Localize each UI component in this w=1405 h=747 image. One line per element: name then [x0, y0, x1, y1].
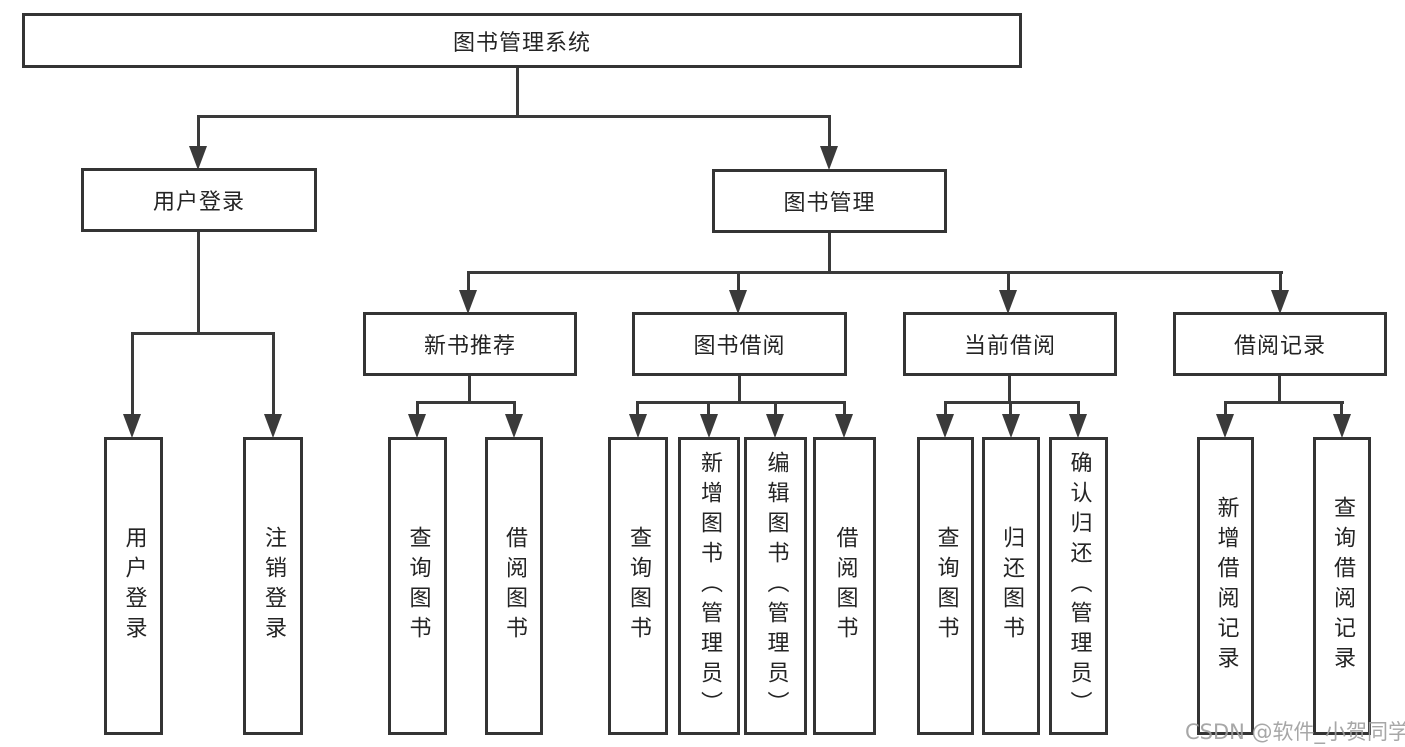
connector-borrow-records-drop — [1278, 376, 1281, 404]
csdn-watermark: CSDN @软件_小贺同学 — [1185, 720, 1405, 744]
arrowhead-to-br-query — [1333, 414, 1351, 438]
leaf-borrow-edit-books-admin-label: 编辑图书（管理员） — [763, 451, 789, 721]
node-borrow-records-label: 借阅记录 — [1233, 334, 1326, 359]
node-root-library-management-system: 图书管理系统 — [22, 13, 1022, 68]
leaf-records-add-record-label: 新增借阅记录 — [1213, 496, 1239, 676]
connector-root-drop — [516, 68, 519, 117]
arrowhead-to-cb-confirm — [1069, 414, 1087, 438]
connector-new-books-drop — [468, 376, 471, 404]
connector-shaft-leaf-logout — [272, 332, 275, 416]
node-new-books-label: 新书推荐 — [423, 334, 516, 359]
node-book-manage: 图书管理 — [712, 169, 947, 233]
leaf-borrow-borrow-books: 借阅图书 — [813, 437, 876, 735]
node-user-login: 用户登录 — [81, 168, 317, 232]
connector-shaft-bb-edit — [774, 401, 777, 418]
leaf-borrow-add-books-admin: 新增图书（管理员） — [678, 437, 740, 735]
connector-login-rail — [131, 332, 275, 335]
leaf-borrow-query-books: 查询图书 — [608, 437, 668, 735]
leaf-current-return-books: 归还图书 — [982, 437, 1040, 735]
arrowhead-to-nb-query — [408, 414, 426, 438]
leaf-user-login: 用户登录 — [104, 437, 163, 735]
leaf-current-return-books-label: 归还图书 — [999, 526, 1024, 646]
node-root-label: 图书管理系统 — [452, 30, 591, 56]
arrowhead-to-nb-borrow — [505, 414, 523, 438]
leaf-user-login-label: 用户登录 — [121, 526, 147, 646]
arrowhead-to-new-books — [459, 290, 477, 314]
node-user-login-label: 用户登录 — [152, 190, 245, 215]
connector-shaft-new-books — [467, 271, 470, 293]
arrowhead-to-book-manage — [820, 146, 838, 170]
node-new-books: 新书推荐 — [363, 312, 577, 376]
connector-shaft-bb-add — [707, 401, 710, 418]
arrowhead-to-bb-query — [629, 414, 647, 438]
leaf-current-confirm-return-admin: 确认归还（管理员） — [1049, 437, 1108, 735]
connector-login-drop — [197, 232, 200, 335]
connector-level3-rail — [467, 271, 1283, 274]
connector-shaft-cb-query — [944, 401, 947, 418]
connector-shaft-book-manage — [828, 115, 831, 148]
connector-book-borrow-rail — [636, 401, 846, 404]
connector-shaft-cb-return — [1009, 401, 1012, 418]
connector-current-borrow-rail — [944, 401, 1080, 404]
connector-shaft-br-add — [1224, 401, 1227, 418]
node-book-borrow: 图书借阅 — [632, 312, 847, 376]
connector-shaft-user-login — [197, 115, 200, 148]
connector-borrow-records-rail — [1224, 401, 1344, 404]
connector-shaft-bb-borrow — [843, 401, 846, 418]
leaf-newbooks-borrow-books-label: 借阅图书 — [502, 526, 527, 646]
node-current-borrow: 当前借阅 — [903, 312, 1117, 376]
leaf-borrow-query-books-label: 查询图书 — [626, 526, 651, 646]
connector-shaft-cb-confirm — [1077, 401, 1080, 418]
leaf-records-query-record-label: 查询借阅记录 — [1330, 496, 1355, 676]
arrowhead-to-borrow-records — [1271, 290, 1289, 314]
connector-shaft-nb-borrow — [513, 401, 516, 418]
leaf-logout-label: 注销登录 — [261, 526, 286, 646]
arrowhead-to-bb-borrow — [835, 414, 853, 438]
leaf-current-query-books-label: 查询图书 — [933, 526, 959, 646]
arrowhead-to-book-borrow — [729, 290, 747, 314]
arrowhead-to-cb-query — [936, 414, 954, 438]
leaf-current-query-books: 查询图书 — [917, 437, 974, 735]
arrowhead-to-leaf-logout — [264, 414, 282, 438]
arrowhead-to-leaf-user-login — [123, 414, 141, 438]
arrowhead-to-br-add — [1216, 414, 1234, 438]
arrowhead-to-user-login — [189, 146, 207, 170]
node-book-borrow-label: 图书借阅 — [693, 334, 786, 359]
leaf-records-query-record: 查询借阅记录 — [1313, 437, 1371, 735]
arrowhead-to-bb-edit — [766, 414, 784, 438]
connector-shaft-leaf-user-login — [131, 332, 134, 416]
connector-shaft-bb-query — [636, 401, 639, 418]
leaf-borrow-borrow-books-label: 借阅图书 — [832, 526, 858, 646]
leaf-records-add-record: 新增借阅记录 — [1197, 437, 1254, 735]
connector-current-borrow-drop — [1008, 376, 1011, 404]
leaf-borrow-edit-books-admin: 编辑图书（管理员） — [744, 437, 807, 735]
node-current-borrow-label: 当前借阅 — [963, 334, 1056, 359]
connector-book-borrow-drop — [738, 376, 741, 404]
arrowhead-to-bb-add — [700, 414, 718, 438]
node-borrow-records: 借阅记录 — [1173, 312, 1387, 376]
node-book-manage-label: 图书管理 — [783, 191, 876, 216]
leaf-newbooks-query-books-label: 查询图书 — [405, 526, 431, 646]
leaf-logout: 注销登录 — [243, 437, 303, 735]
connector-manage-drop — [828, 233, 831, 274]
leaf-current-confirm-return-admin-label: 确认归还（管理员） — [1066, 451, 1092, 721]
connector-shaft-br-query — [1340, 401, 1343, 418]
connector-new-books-rail — [416, 401, 516, 404]
connector-shaft-borrow-records — [1279, 271, 1282, 293]
connector-shaft-nb-query — [416, 401, 419, 418]
leaf-newbooks-borrow-books: 借阅图书 — [485, 437, 543, 735]
arrowhead-to-cb-return — [1002, 414, 1020, 438]
connector-level2-rail — [197, 115, 831, 118]
leaf-borrow-add-books-admin-label: 新增图书（管理员） — [697, 451, 722, 721]
connector-shaft-book-borrow — [737, 271, 740, 293]
connector-shaft-current-borrow — [1007, 271, 1010, 293]
arrowhead-to-current-borrow — [999, 290, 1017, 314]
leaf-newbooks-query-books: 查询图书 — [388, 437, 447, 735]
